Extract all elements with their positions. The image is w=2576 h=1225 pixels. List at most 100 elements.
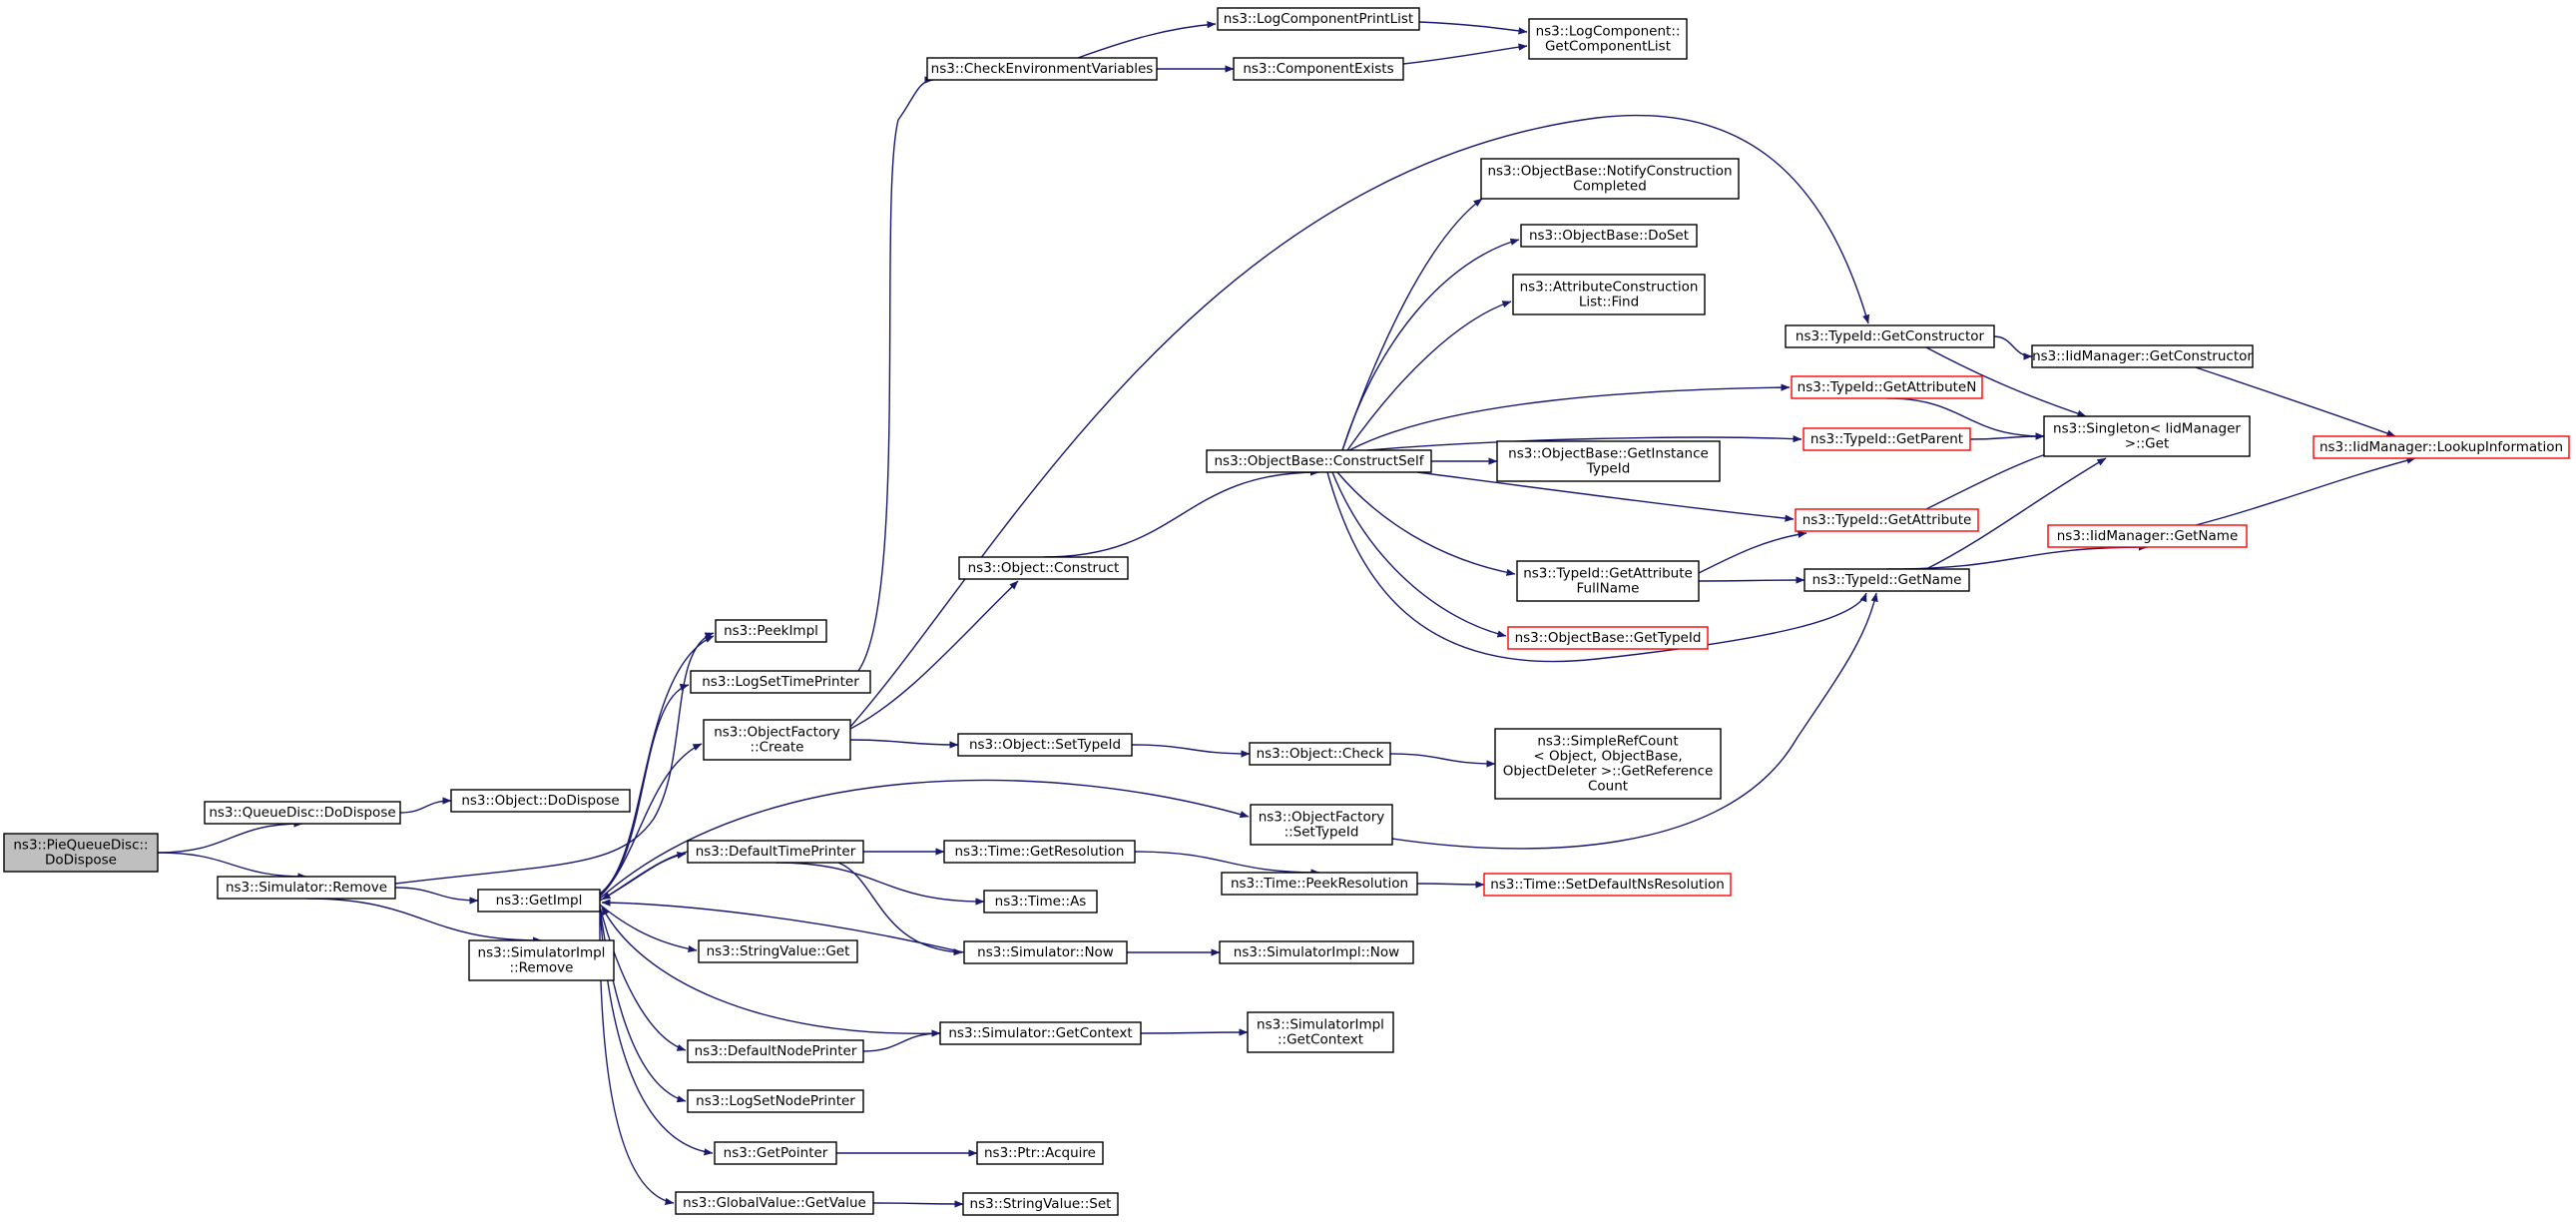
node-simulator_now[interactable]: ns3::Simulator::Now: [963, 940, 1128, 964]
edge-time_peekresolution-to-setdefaultnsres: [1416, 881, 1485, 889]
node-object_check[interactable]: ns3::Object::Check: [1249, 742, 1391, 766]
node-setdefaultnsres[interactable]: ns3::Time::SetDefaultNsResolution: [1483, 873, 1732, 897]
edge-getattributefullname-to-typeid_getattribute: [1698, 530, 1807, 574]
node-label: ns3::Simulator::GetContext: [948, 1025, 1132, 1041]
edge-constructself-to-objectbase_gettypeid: [1331, 471, 1507, 638]
node-pie_dodispose[interactable]: ns3::PieQueueDisc::DoDispose: [3, 833, 159, 873]
node-time_peekresolution[interactable]: ns3::Time::PeekResolution: [1221, 872, 1418, 896]
node-notifyconstruction[interactable]: ns3::ObjectBase::NotifyConstructionCompl…: [1480, 158, 1740, 200]
node-box: [687, 1089, 864, 1113]
edge-constructself-to-typeid_getattribute: [1416, 471, 1795, 522]
node-box: [1221, 872, 1418, 896]
node-getimpl[interactable]: ns3::GetImpl: [477, 889, 601, 913]
edge-qd_dodispose-to-obj_dodispose: [399, 797, 452, 814]
node-label: ns3::Time::SetDefaultNsResolution: [1490, 877, 1725, 893]
node-iid_getname[interactable]: ns3::IidManager::GetName: [2047, 524, 2248, 548]
node-sim_remove[interactable]: ns3::Simulator::Remove: [217, 876, 396, 900]
node-label: < Object, ObjectBase,: [1533, 749, 1682, 765]
node-box: [1795, 508, 1979, 532]
node-singleton_get[interactable]: ns3::Singleton< IidManager>::Get: [2043, 415, 2251, 457]
node-box: [2031, 344, 2254, 368]
node-objectbase_gettypeid[interactable]: ns3::ObjectBase::GetTypeId: [1507, 626, 1709, 650]
node-label: DoDispose: [45, 853, 117, 869]
node-label: ns3::SimulatorImpl: [1257, 1017, 1384, 1033]
node-simimpl_now[interactable]: ns3::SimulatorImpl::Now: [1219, 940, 1414, 964]
node-typeid_getconstructor[interactable]: ns3::TypeId::GetConstructor: [1785, 324, 1995, 348]
edge-logcompprintlist-to-getcomponentlist: [1418, 21, 1528, 35]
edge-defaulttimeprinter-to-time_as: [774, 862, 985, 906]
node-getcomponentlist[interactable]: ns3::LogComponent::GetComponentList: [1528, 18, 1688, 60]
node-label: ns3::TypeId::GetAttributeN: [1798, 379, 1977, 395]
node-label: ns3::ObjectFactory: [1259, 810, 1385, 826]
node-objectbase_doset[interactable]: ns3::ObjectBase::DoSet: [1520, 224, 1698, 248]
node-simimpl_getcontext[interactable]: ns3::SimulatorImpl::GetContext: [1247, 1011, 1394, 1053]
node-defaulttimeprinter[interactable]: ns3::DefaultTimePrinter: [687, 840, 864, 864]
node-logsetnodeprinter[interactable]: ns3::LogSetNodePrinter: [687, 1089, 864, 1113]
node-label: ns3::TypeId::GetConstructor: [1796, 328, 1985, 344]
edge-getimpl-to-logsetnodeprinter: [599, 907, 687, 1103]
node-defaultnodeprinter[interactable]: ns3::DefaultNodePrinter: [687, 1039, 864, 1063]
node-box: [204, 801, 401, 825]
node-simulator_getcontext[interactable]: ns3::Simulator::GetContext: [939, 1021, 1142, 1045]
node-label: >::Get: [2125, 436, 2169, 452]
node-box: [1791, 375, 1983, 399]
node-logsettimeprinter[interactable]: ns3::LogSetTimePrinter: [690, 670, 871, 694]
node-box: [983, 890, 1098, 914]
node-label: FullName: [1577, 581, 1640, 597]
node-typeid_getparent[interactable]: ns3::TypeId::GetParent: [1803, 427, 1971, 451]
node-iid_lookupinfo[interactable]: ns3::IidManager::LookupInformation: [2313, 435, 2570, 459]
edge-simulator_now-to-getimpl: [601, 899, 965, 953]
edge-constructself-to-notifyconstruction: [1341, 198, 1483, 451]
edge-logsettimeprinter-to-checkenv: [857, 76, 934, 672]
node-typeid_getattributen[interactable]: ns3::TypeId::GetAttributeN: [1791, 375, 1983, 399]
node-box: [477, 889, 601, 913]
node-box: [1483, 873, 1732, 897]
node-iid_getconstructor[interactable]: ns3::IidManager::GetConstructor: [2031, 344, 2254, 368]
node-label: ns3::SimulatorImpl: [478, 945, 606, 961]
node-simplerefcount[interactable]: ns3::SimpleRefCount< Object, ObjectBase,…: [1494, 728, 1722, 800]
node-objfactory_create[interactable]: ns3::ObjectFactory::Create: [703, 719, 851, 761]
node-obj_dodispose[interactable]: ns3::Object::DoDispose: [450, 789, 631, 813]
node-stringvalue_get[interactable]: ns3::StringValue::Get: [698, 939, 858, 963]
node-label: ns3::Object::Construct: [968, 560, 1120, 576]
node-label: ns3::Object::SetTypeId: [969, 737, 1121, 753]
node-peekimpl[interactable]: ns3::PeekImpl: [715, 619, 827, 643]
node-label: ns3::CheckEnvironmentVariables: [931, 61, 1154, 77]
node-label: ns3::Ptr::Acquire: [984, 1145, 1096, 1161]
node-constructself[interactable]: ns3::ObjectBase::ConstructSelf: [1206, 449, 1432, 473]
node-box: [1785, 324, 1995, 348]
node-objfactory_settypeid[interactable]: ns3::ObjectFactory::SetTypeId: [1250, 804, 1393, 846]
node-ptr_acquire[interactable]: ns3::Ptr::Acquire: [976, 1141, 1104, 1165]
edge-globalvalue_getvalue-to-stringvalue_set: [872, 1200, 964, 1208]
node-componentexists[interactable]: ns3::ComponentExists: [1233, 57, 1404, 81]
node-label: ns3::TypeId::GetAttribute: [1523, 566, 1693, 582]
edge-sim_remove-to-getimpl: [394, 887, 479, 905]
node-time_getresolution[interactable]: ns3::Time::GetResolution: [943, 840, 1136, 864]
node-label: ns3::Singleton< IidManager: [2053, 421, 2241, 437]
node-qd_dodispose[interactable]: ns3::QueueDisc::DoDispose: [204, 801, 401, 825]
node-typeid_getname[interactable]: ns3::TypeId::GetName: [1803, 568, 1970, 592]
node-label: ns3::LogSetNodePrinter: [696, 1093, 855, 1109]
node-box: [957, 733, 1133, 757]
node-label: ns3::DefaultNodePrinter: [695, 1043, 857, 1059]
node-logcompprintlist[interactable]: ns3::LogComponentPrintList: [1217, 7, 1420, 31]
node-typeid_getattribute[interactable]: ns3::TypeId::GetAttribute: [1795, 508, 1979, 532]
node-simimpl_remove[interactable]: ns3::SimulatorImpl::Remove: [468, 939, 615, 981]
edge-objfactory_create-to-typeid_getconstructor: [849, 114, 1870, 728]
edge-constructself-to-typeid_getattributen: [1348, 383, 1791, 451]
node-checkenv[interactable]: ns3::CheckEnvironmentVariables: [926, 57, 1158, 81]
edge-typeid_getname-to-singleton_get: [1925, 457, 2107, 570]
node-box: [468, 939, 615, 981]
node-label: ::SetTypeId: [1285, 825, 1359, 841]
node-box: [1206, 449, 1432, 473]
node-object_construct[interactable]: ns3::Object::Construct: [958, 556, 1129, 580]
node-stringvalue_set[interactable]: ns3::StringValue::Set: [962, 1192, 1119, 1216]
node-globalvalue_getvalue[interactable]: ns3::GlobalValue::GetValue: [675, 1191, 874, 1215]
node-time_as[interactable]: ns3::Time::As: [983, 890, 1098, 914]
edge-object_settypeid-to-object_check: [1131, 744, 1251, 758]
node-getpointer[interactable]: ns3::GetPointer: [714, 1141, 837, 1165]
node-object_settypeid[interactable]: ns3::Object::SetTypeId: [957, 733, 1133, 757]
